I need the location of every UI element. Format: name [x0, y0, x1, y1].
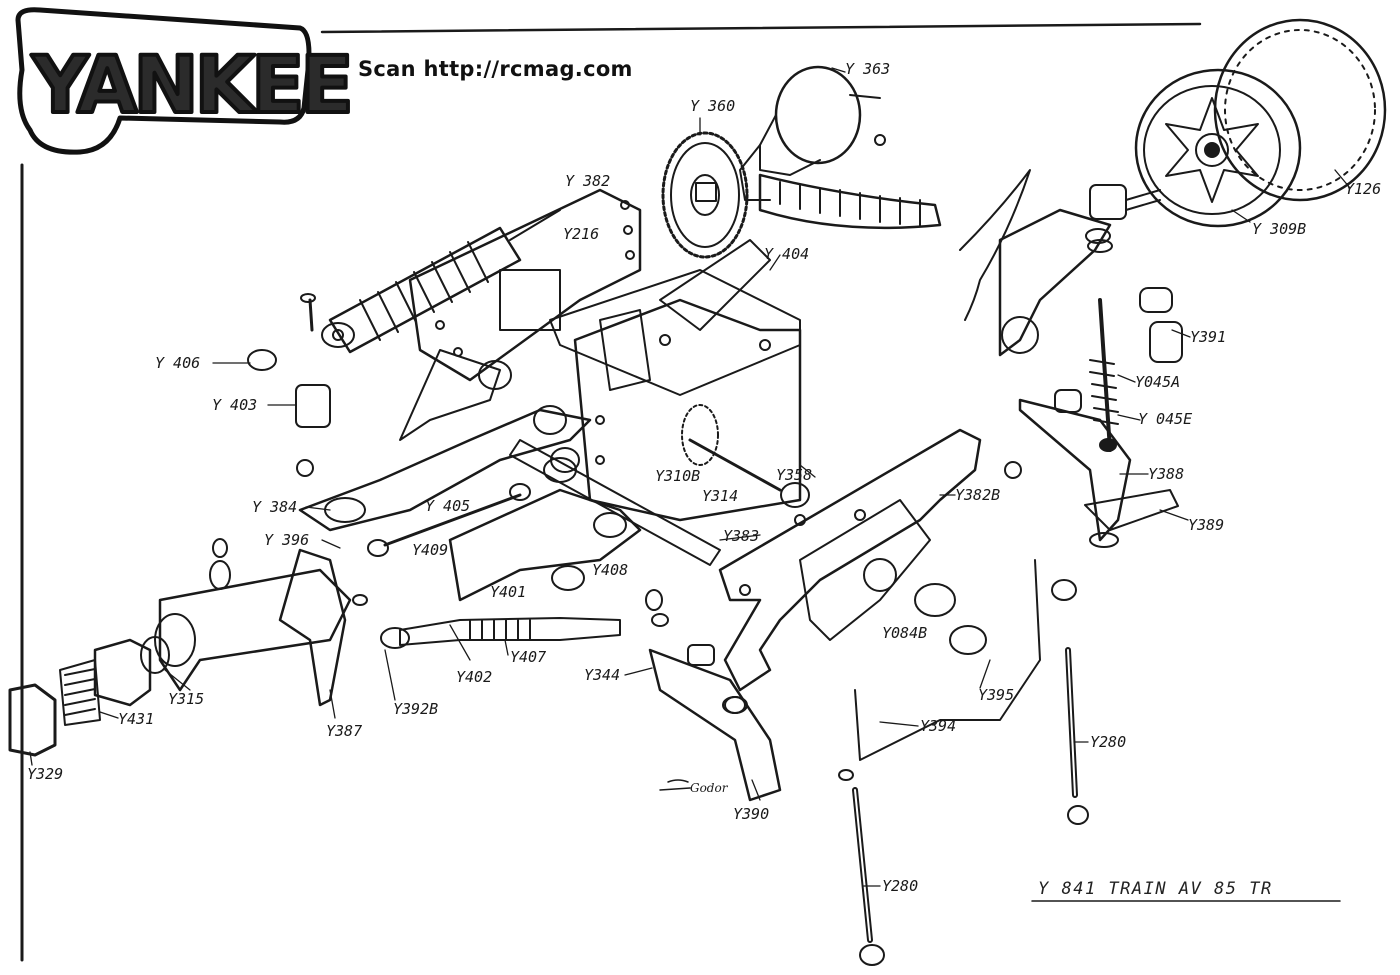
part-label: Y 382 [565, 172, 611, 190]
part-label: Y 403 [212, 396, 258, 414]
shock-absorber [321, 209, 561, 354]
part-label: Y392B [393, 700, 439, 718]
scan-credit: Scan http://rcmag.com [358, 57, 633, 81]
kingpin-y280-lower [838, 769, 885, 966]
part-label: Y387 [326, 722, 363, 740]
part-label: Y126 [1345, 180, 1382, 198]
tie-rod-y407 [380, 617, 621, 649]
kingpin-y280-right [1051, 579, 1089, 825]
tie-rod-y405 [367, 483, 531, 557]
part-label: Y 396 [264, 531, 310, 549]
part-label: Y388 [1148, 465, 1185, 483]
part-label: Y389 [1188, 516, 1225, 534]
part-label: Y383 [723, 527, 760, 545]
part-label: Y394 [920, 717, 957, 735]
stub-axle-assembly [1085, 184, 1161, 452]
part-label: Y310B [655, 467, 701, 485]
part-label: Y 384 [252, 498, 298, 516]
part-label: Y 406 [155, 354, 201, 372]
steering-linkage [648, 559, 1041, 802]
hub-nut-stack [8, 636, 170, 757]
part-label: Y401 [490, 583, 527, 601]
part-label: Y395 [978, 686, 1015, 704]
shock-tower-plate [408, 188, 642, 382]
part-label: Y407 [510, 648, 547, 666]
part-label: Y431 [118, 710, 155, 728]
draftsman-signature: Godor [659, 779, 729, 795]
part-label: Y358 [776, 466, 813, 484]
drawing-title: Y 841 TRAIN AV 85 TR [1038, 879, 1273, 899]
upright-y388 [959, 169, 1179, 548]
hardware-screws [212, 293, 1022, 714]
ball-cups-y391 [1054, 287, 1183, 413]
part-label: Y280 [1090, 733, 1127, 751]
signature-text: Godor [690, 781, 729, 795]
part-label: Y402 [456, 668, 493, 686]
part-label: Y391 [1190, 328, 1227, 346]
wheel-y309b [1134, 18, 1387, 228]
leader-lines [29, 67, 1351, 887]
brand-logo-text: YANKEE [31, 41, 350, 131]
part-label: Y 360 [690, 97, 736, 115]
cross-shaft-y383 [509, 439, 721, 566]
frame-lines [20, 22, 1341, 962]
part-label: Y314 [702, 487, 739, 505]
part-label: Y390 [733, 805, 770, 823]
part-label: Y 045E [1138, 410, 1193, 428]
part-label: Y280 [882, 877, 919, 895]
part-label: Y 363 [845, 60, 891, 78]
part-label: Y408 [592, 561, 629, 579]
part-label: Y344 [584, 666, 621, 684]
motor-mount-y363 [739, 65, 886, 201]
upper-a-arm [298, 349, 592, 532]
part-label: Y 404 [764, 245, 810, 263]
gearbox-housing [549, 239, 810, 522]
part-label: Y 309B [1252, 220, 1307, 238]
part-label: Y045A [1135, 373, 1181, 391]
part-label: Y382B [955, 486, 1001, 504]
drive-belt [758, 173, 942, 230]
chassis-plate-y382b [718, 428, 982, 692]
part-label: Y084B [882, 624, 928, 642]
part-label: Y329 [27, 765, 64, 783]
part-label: Y315 [168, 690, 205, 708]
part-label: Y 405 [425, 497, 471, 515]
part-label: Y409 [412, 541, 449, 559]
part-label: Y216 [563, 225, 600, 243]
spur-gear-y360 [661, 131, 749, 259]
brand-logo: YANKEE [15, 7, 356, 155]
knuckle-y387 [154, 548, 352, 707]
